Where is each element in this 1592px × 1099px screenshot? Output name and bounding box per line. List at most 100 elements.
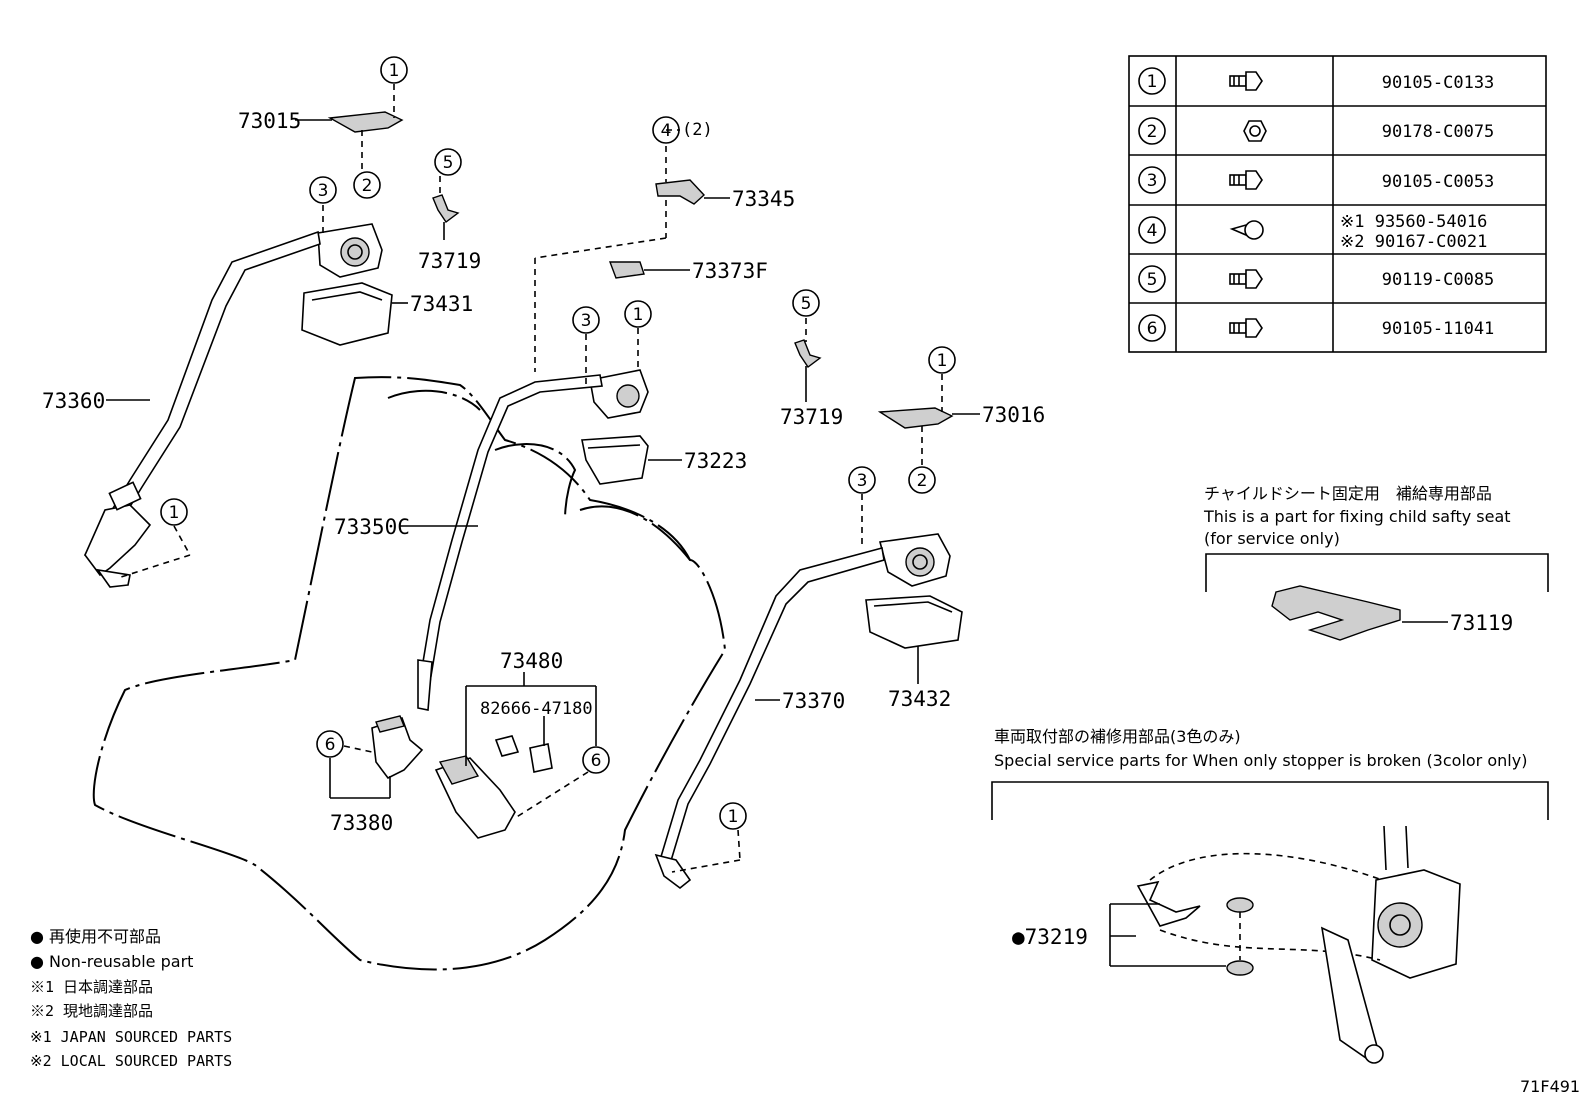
part-label-73223: 73223 xyxy=(684,449,747,473)
right-outer-belt xyxy=(654,533,963,890)
hook-73719-right xyxy=(794,339,822,369)
part-label-73345: 73345 xyxy=(732,187,795,211)
legend-line-5: ※1 JAPAN SOURCED PARTS xyxy=(30,1028,232,1046)
part-number-local: ※2 90167-C0021 xyxy=(1340,232,1487,252)
hook-73719-left xyxy=(432,194,460,224)
part-label-73119: 73119 xyxy=(1450,611,1513,635)
callout-6: 6 xyxy=(582,746,610,774)
part-number: 90105-11041 xyxy=(1382,319,1495,339)
stopper-section: 車両取付部の補修用部品(3色のみ) Special service parts … xyxy=(991,727,1549,1064)
part-label-73373F: 73373F xyxy=(692,259,768,283)
stopper-title-en: Special service parts for When only stop… xyxy=(994,751,1527,770)
child-seat-section: チャイルドシート固定用 補給専用部品 This is a part for fi… xyxy=(1203,484,1549,641)
callout-4: 4 xyxy=(652,116,680,144)
center-belt xyxy=(417,179,705,711)
callout-2: 2 xyxy=(353,171,381,199)
child-seat-subtitle-en: (for service only) xyxy=(1204,529,1340,548)
svg-text:1: 1 xyxy=(389,61,400,81)
part-label-73719: 73719 xyxy=(418,249,481,273)
row-number: 5 xyxy=(1147,270,1158,290)
table-row: 4 ※1 93560-54016 ※2 90167-C0021 xyxy=(1138,212,1487,252)
svg-text:1: 1 xyxy=(633,305,644,325)
callout-1: 1 xyxy=(160,498,188,526)
part-number-japan: ※1 93560-54016 xyxy=(1340,212,1487,232)
table-row: 3 90105-C0053 xyxy=(1138,166,1495,194)
seat-outline xyxy=(92,376,727,971)
table-row: 1 90105-C0133 xyxy=(1138,67,1495,95)
row-number: 3 xyxy=(1147,171,1158,191)
part-label-73350C: 73350C xyxy=(334,515,410,539)
callout-6: 6 xyxy=(316,730,344,758)
svg-text:5: 5 xyxy=(443,153,454,173)
part-number: 90178-C0075 xyxy=(1382,122,1495,142)
part-label-73360: 73360 xyxy=(42,389,105,413)
part-label-73719: 73719 xyxy=(780,405,843,429)
bolt-icon xyxy=(1229,269,1263,289)
retractor xyxy=(317,223,383,278)
callout-1: 1 xyxy=(624,300,652,328)
leader-lines xyxy=(106,84,980,873)
callout-5: 5 xyxy=(792,289,820,317)
svg-text:3: 3 xyxy=(581,311,592,331)
nut-icon xyxy=(1243,120,1267,142)
part-label-73370: 73370 xyxy=(782,689,845,713)
callout-5: 5 xyxy=(434,148,462,176)
part-label-82666-47180: 82666-47180 xyxy=(480,699,593,719)
part-label-73016: 73016 xyxy=(982,403,1045,427)
part-label-73015: 73015 xyxy=(238,109,301,133)
svg-text:6: 6 xyxy=(591,751,602,771)
callouts: 1 2 3 5 1 4 3 1 5 1 2 3 1 6 6 xyxy=(160,56,956,830)
svg-text:2: 2 xyxy=(362,176,373,196)
part-label-73219: ●73219 xyxy=(1012,925,1088,949)
table-row: 5 90119-C0085 xyxy=(1138,265,1495,293)
child-seat-title-jp: チャイルドシート固定用 補給専用部品 xyxy=(1204,484,1492,503)
part-number: 90105-C0133 xyxy=(1382,73,1495,93)
svg-text:3: 3 xyxy=(318,181,329,201)
svg-text:3: 3 xyxy=(857,471,868,491)
part-label-73480: 73480 xyxy=(500,649,563,673)
svg-text:5: 5 xyxy=(801,294,812,314)
bolt-icon xyxy=(1229,71,1263,91)
callout-1: 1 xyxy=(719,802,747,830)
buckles xyxy=(371,715,553,839)
callout-3: 3 xyxy=(848,466,876,494)
svg-text:2: 2 xyxy=(917,471,928,491)
legend-line-2: ● Non-reusable part xyxy=(30,952,193,971)
part-labels: 73015 73719 73345 73373F 73431 73360 732… xyxy=(42,109,1045,835)
svg-text:1: 1 xyxy=(937,351,948,371)
callout-3: 3 xyxy=(572,306,600,334)
bolt-icon xyxy=(1229,318,1263,338)
upper-anchor-73015 xyxy=(327,111,404,133)
legend-line-6: ※2 LOCAL SOURCED PARTS xyxy=(30,1052,232,1070)
child-seat-title-en: This is a part for fixing child safty se… xyxy=(1203,507,1511,526)
figure-code: 71F491 xyxy=(1520,1077,1580,1096)
legend-line-4: ※2 現地調達部品 xyxy=(30,1002,153,1020)
row-number: 1 xyxy=(1147,72,1158,92)
part-number: 90119-C0085 xyxy=(1382,270,1495,290)
callout-2: 2 xyxy=(908,466,936,494)
svg-text:1: 1 xyxy=(728,807,739,827)
legend-line-3: ※1 日本調達部品 xyxy=(30,978,153,996)
part-number: 90105-C0053 xyxy=(1382,172,1495,192)
qty-2-label: (2) xyxy=(682,120,713,140)
row-number: 4 xyxy=(1147,221,1158,241)
stopper-title-jp: 車両取付部の補修用部品(3色のみ) xyxy=(994,727,1241,746)
screw-icon xyxy=(1229,220,1264,240)
bolt-icon xyxy=(1229,170,1263,190)
upper-anchor-73016 xyxy=(877,407,954,429)
callout-3: 3 xyxy=(309,176,337,204)
legend-line-1: ● 再使用不可部品 xyxy=(30,927,161,946)
part-label-73380: 73380 xyxy=(330,811,393,835)
legend: ● 再使用不可部品 ● Non-reusable part ※1 日本調達部品 … xyxy=(30,927,232,1070)
part-label-73431: 73431 xyxy=(410,292,473,316)
callout-1: 1 xyxy=(380,56,408,84)
callout-1: 1 xyxy=(928,346,956,374)
retractor-cover xyxy=(301,282,393,346)
table-row: 2 90178-C0075 xyxy=(1138,117,1495,145)
left-outer-belt xyxy=(83,223,393,588)
table-row: 6 90105-11041 xyxy=(1138,314,1495,342)
part-label-73432: 73432 xyxy=(888,687,951,711)
parts-table: 1 90105-C0133 2 90178-C0075 3 xyxy=(1128,55,1547,353)
row-number: 2 xyxy=(1147,122,1158,142)
